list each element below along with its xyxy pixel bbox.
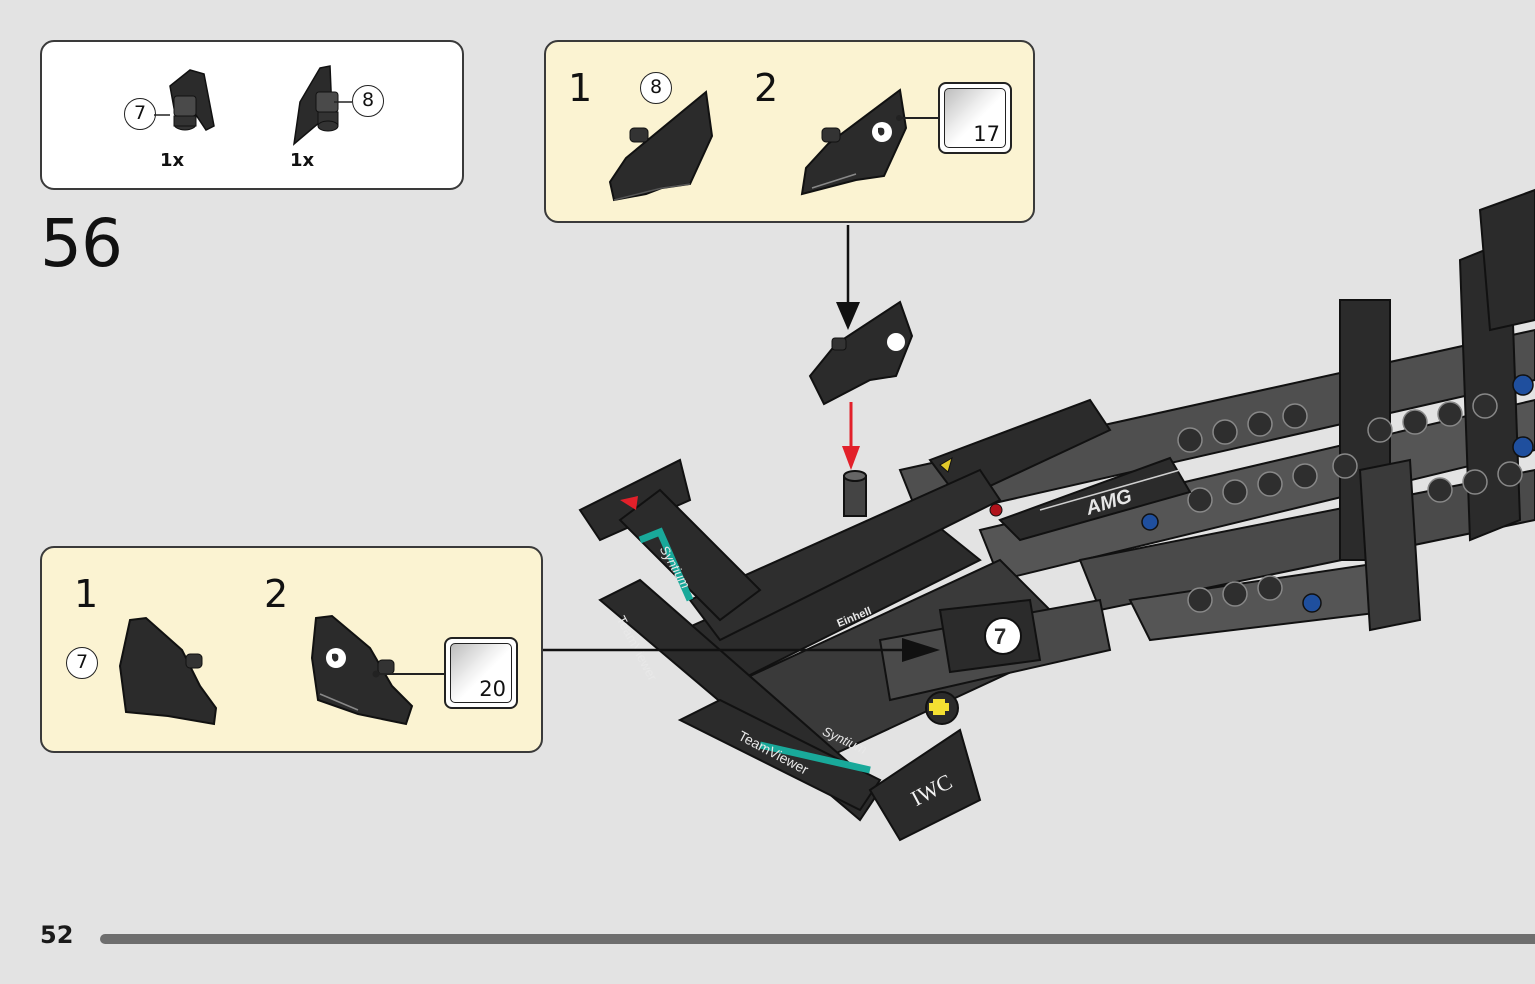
sticker-number: 17 xyxy=(973,122,1000,146)
part-callout-7: 7 xyxy=(124,98,156,130)
sticker-leader xyxy=(372,670,448,678)
page-number: 52 xyxy=(40,921,74,949)
panel-piece-image xyxy=(608,90,714,202)
part-quantity-7: 1x xyxy=(160,150,185,171)
callout-leader xyxy=(334,101,352,103)
yellow-axle-caps xyxy=(925,691,959,725)
page-progress-bar xyxy=(100,934,1535,944)
sub-assembly-top-panel: 1 8 2 17 xyxy=(544,40,1035,223)
sticker-paper-icon xyxy=(450,643,512,703)
sticker-20: 20 xyxy=(444,637,518,709)
car-number-decal: 7 xyxy=(994,624,1006,649)
sub-step-1-callout: 7 xyxy=(66,647,98,679)
sub-step-1-callout: 8 xyxy=(640,72,672,104)
chassis xyxy=(658,468,1112,772)
technic-beams xyxy=(898,188,1535,642)
part-7-image xyxy=(169,69,215,131)
callout-leader xyxy=(154,114,170,116)
target-axle xyxy=(843,470,867,517)
sticker-paper-icon xyxy=(944,88,1006,148)
sticker-leader xyxy=(896,115,941,121)
parts-list-panel: 7 1x 8 1x xyxy=(40,40,464,190)
insert-panel-top xyxy=(808,300,914,406)
decorated-panel-image xyxy=(800,88,908,196)
front-wing xyxy=(578,458,982,842)
sub-step-2-index: 2 xyxy=(754,66,779,110)
sticker-17: 17 xyxy=(938,82,1012,154)
panel-piece-image xyxy=(118,616,218,726)
sticker-number: 20 xyxy=(479,677,506,701)
part-8-image xyxy=(292,65,339,146)
decorated-panel-image xyxy=(310,614,414,726)
sub-step-2-index: 2 xyxy=(264,572,289,616)
sub-step-1-index: 1 xyxy=(74,572,99,616)
assembly-arrows xyxy=(543,225,940,662)
part-quantity-8: 1x xyxy=(290,150,315,171)
sub-assembly-bottom-panel: 1 7 2 20 xyxy=(40,546,543,753)
part-callout-8: 8 xyxy=(352,85,384,117)
beam-holes xyxy=(1177,393,1523,613)
step-number: 56 xyxy=(40,205,123,282)
sub-step-1-index: 1 xyxy=(568,66,593,110)
